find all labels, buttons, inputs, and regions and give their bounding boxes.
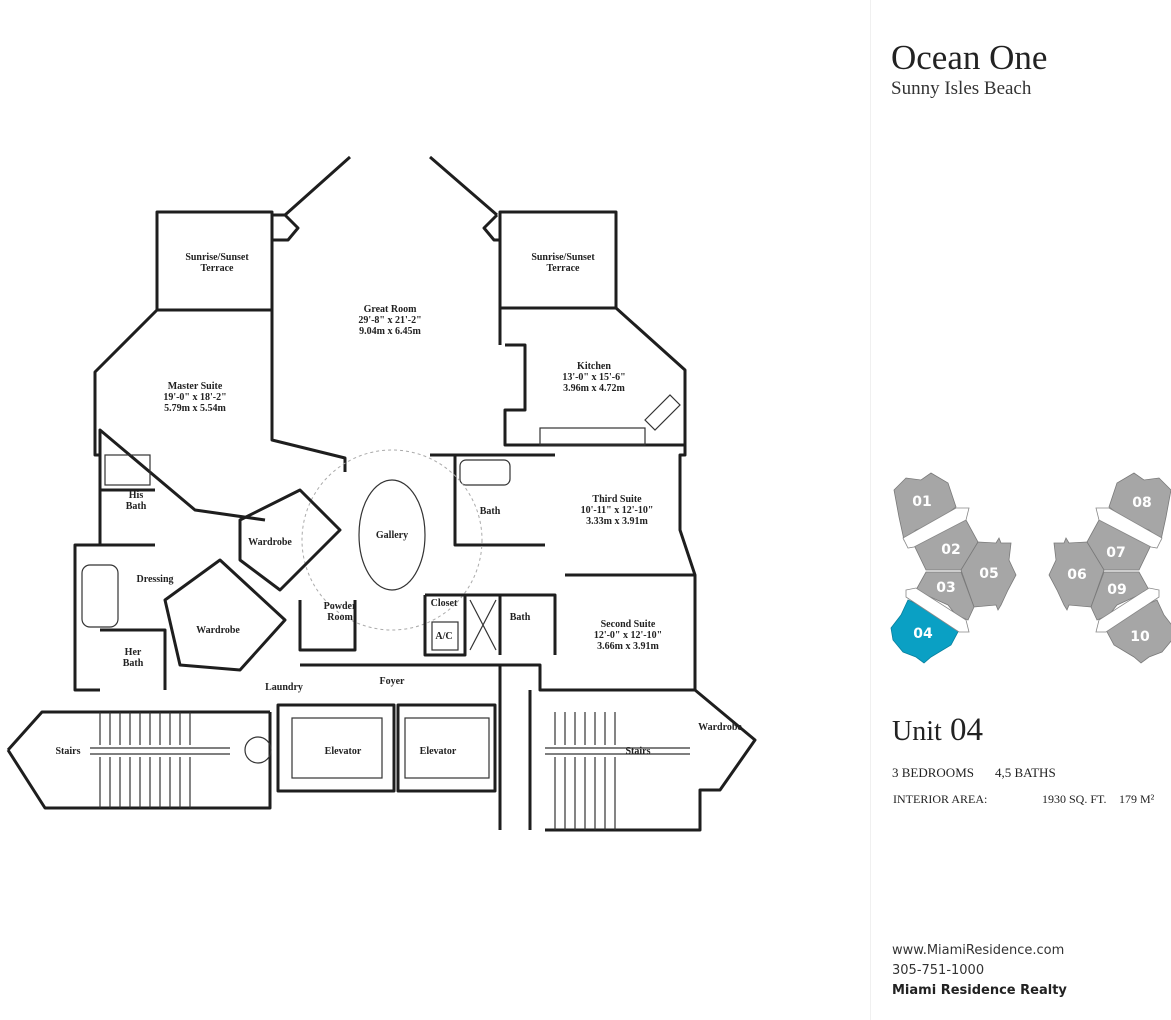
corridor-shape	[905, 587, 970, 633]
room-gallery: Gallery	[376, 530, 408, 541]
room-foyer: Foyer	[380, 676, 406, 687]
unit-shape-06[interactable]	[1048, 537, 1105, 611]
interior-area-sqft: 1930 SQ. FT.	[1042, 792, 1107, 806]
unit-label-07: 07	[1106, 545, 1125, 561]
unit-label-01: 01	[912, 494, 931, 510]
unit-label-04: 04	[913, 626, 933, 642]
interior-area-label: INTERIOR AREA:	[893, 792, 988, 806]
interior-area-m2: 179 M²	[1119, 792, 1155, 806]
unit-heading: Unit 04	[892, 712, 983, 749]
building-location: Sunny Isles Beach	[891, 78, 1032, 99]
room-laundry: Laundry	[265, 682, 303, 693]
room-stairs-left: Stairs	[56, 746, 81, 757]
unit-label-06: 06	[1067, 567, 1086, 583]
unit-label-03: 03	[936, 580, 955, 596]
room-elevator-2: Elevator	[420, 746, 457, 757]
unit-label-08: 08	[1132, 495, 1151, 511]
website-link[interactable]: www.MiamiResidence.com	[892, 943, 1065, 958]
room-wardrobe-second: Wardrobe	[698, 722, 742, 733]
corridor-shape	[1095, 587, 1160, 633]
unit-label-10: 10	[1130, 629, 1150, 645]
unit-label-05: 05	[979, 566, 998, 582]
phone-number[interactable]: 305-751-1000	[892, 963, 985, 978]
room-bath-third: Bath	[480, 506, 501, 517]
room-bath-second: Bath	[510, 612, 531, 623]
room-wardrobe-dressing: Wardrobe	[196, 625, 240, 636]
corridor-shape	[1095, 507, 1163, 549]
unit-location-map: 01 02 03 04 05 06 07 08 09 10	[890, 472, 1171, 664]
corridor-shape	[902, 507, 970, 549]
room-dressing: Dressing	[136, 574, 173, 585]
info-panel: Ocean One Sunny Isles Beach 01 02 03 04 …	[870, 0, 1171, 1020]
company-name: Miami Residence Realty	[892, 983, 1067, 998]
unit-shape-05[interactable]	[960, 537, 1017, 611]
room-closet: Closet	[431, 598, 458, 609]
unit-number: 04	[950, 712, 984, 748]
bedrooms: 3 BEDROOMS	[892, 765, 974, 780]
right-wing	[1048, 472, 1171, 664]
building-title: Ocean One	[891, 38, 1048, 77]
unit-label-09: 09	[1107, 582, 1126, 598]
room-wardrobe-master: Wardrobe	[248, 537, 292, 548]
room-stairs-right: Stairs	[626, 746, 651, 757]
baths: 4,5 BATHS	[995, 765, 1056, 780]
room-ac: A/C	[435, 631, 452, 642]
unit-label-02: 02	[941, 542, 960, 558]
walls	[6, 155, 757, 832]
left-wing	[890, 472, 1017, 664]
unit-label: Unit	[892, 716, 942, 747]
room-elevator-1: Elevator	[325, 746, 362, 757]
